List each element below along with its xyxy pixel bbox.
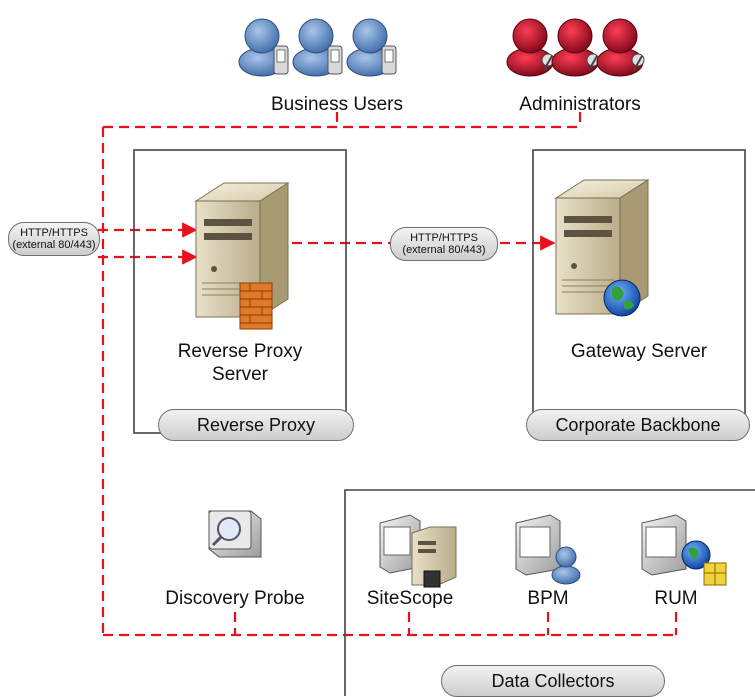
administrators-icon [506, 18, 645, 77]
discovery-probe-icon [208, 510, 262, 558]
globe-icon [603, 279, 641, 317]
rum-icon [641, 514, 727, 586]
sitescope-label: SiteScope [366, 588, 454, 609]
rum-label: RUM [654, 588, 698, 609]
gateway-server-icon [554, 179, 650, 317]
corporate-backbone-zone-label: Corporate Backbone [526, 409, 750, 441]
reverse-proxy-server-label-line2: Server [212, 364, 268, 385]
administrators-label: Administrators [519, 94, 641, 115]
reverse-proxy-server-icon [194, 182, 290, 330]
data-collectors-zone-box [344, 489, 755, 696]
reverse-proxy-server-label-line1: Reverse Proxy [177, 341, 303, 362]
gateway-server-label: Gateway Server [570, 341, 708, 362]
http-external-connection-label: HTTP/HTTPS (external 80/443) [8, 222, 100, 256]
business-users-label: Business Users [271, 94, 403, 115]
sitescope-icon [379, 514, 457, 588]
discovery-probe-label: Discovery Probe [165, 588, 305, 609]
reverse-proxy-zone-label: Reverse Proxy [158, 409, 354, 441]
http-port-text: (external 80/443) [12, 239, 96, 251]
bpm-icon [515, 514, 581, 585]
data-collectors-zone-label: Data Collectors [441, 665, 665, 697]
http-protocol-text: HTTP/HTTPS [20, 227, 88, 239]
http-port-text: (external 80/443) [402, 244, 486, 256]
bpm-label: BPM [527, 588, 569, 609]
business-users-icon [238, 18, 397, 77]
firewall-icon [239, 282, 273, 330]
http-protocol-text: HTTP/HTTPS [410, 232, 478, 244]
http-proxy-gateway-connection-label: HTTP/HTTPS (external 80/443) [390, 227, 498, 261]
